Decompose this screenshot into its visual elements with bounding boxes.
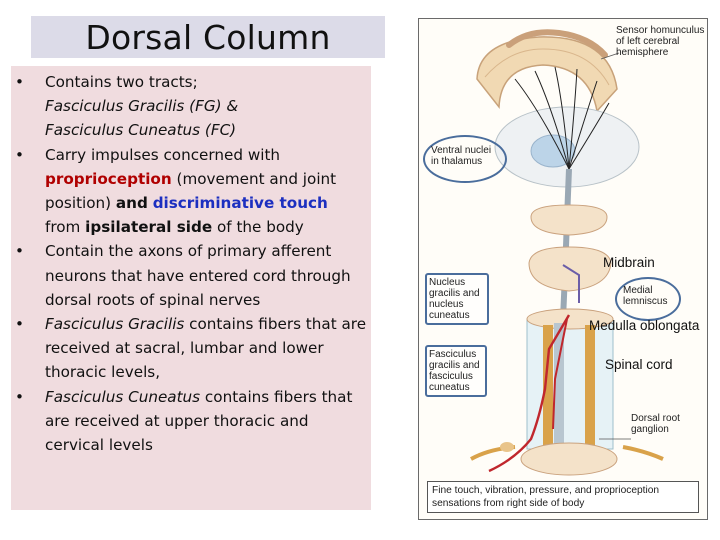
text-panel: • Contains two tracts; Fasciculus Gracil… [11,66,371,510]
bullet-dot: • [15,73,24,91]
label-fasciculus: Fasciculus gracilis and fasciculus cunea… [425,345,487,397]
bullet-dot: • [15,145,24,164]
bullet-item: • Fasciculus Gracilis contains fibers th… [11,312,371,385]
term-proprioception: proprioception [45,169,172,188]
bullet-item: • Contain the axons of primary afferent … [11,239,371,312]
label-nucleus-gracilis: Nucleus gracilis and nucleus cuneatus [425,273,489,325]
bullet-item: • Fasciculus Cuneatus contains fibers th… [11,385,371,458]
term-ipsilateral: ipsilateral side [85,218,213,237]
term-discriminative-touch: discriminative touch [152,194,328,213]
bullet-dot: • [15,387,24,406]
label-medial-lemniscus: Medial lemniscus [623,285,668,307]
highlight-oval [423,135,507,183]
bullet-item: • Carry impulses concerned with proprioc… [11,143,371,240]
label-ventral-nuclei: Ventral nuclei in thalamus [431,145,492,167]
label-dorsal-root-ganglion: Dorsal root ganglion [631,413,680,435]
anatomy-figure: Sensor homunculus of left cerebral hemis… [418,18,708,520]
page-title: Dorsal Column [85,17,331,57]
label-midbrain: Midbrain [603,255,655,270]
pathway-illustration [470,29,664,476]
figure-caption: Fine touch, vibration, pressure, and pro… [427,481,699,513]
title-banner: Dorsal Column [31,16,385,58]
bullet-list: • Contains two tracts; Fasciculus Gracil… [11,70,371,457]
label-spinal-cord: Spinal cord [605,357,673,372]
bullet-item: • Contains two tracts; Fasciculus Gracil… [11,70,371,143]
highlight-oval [615,277,681,321]
bullet-dot: • [15,315,24,334]
bullet-dot: • [15,242,24,261]
label-medulla: Medulla oblongata [589,318,700,333]
label-homunculus: Sensor homunculus of left cerebral hemis… [616,25,705,58]
